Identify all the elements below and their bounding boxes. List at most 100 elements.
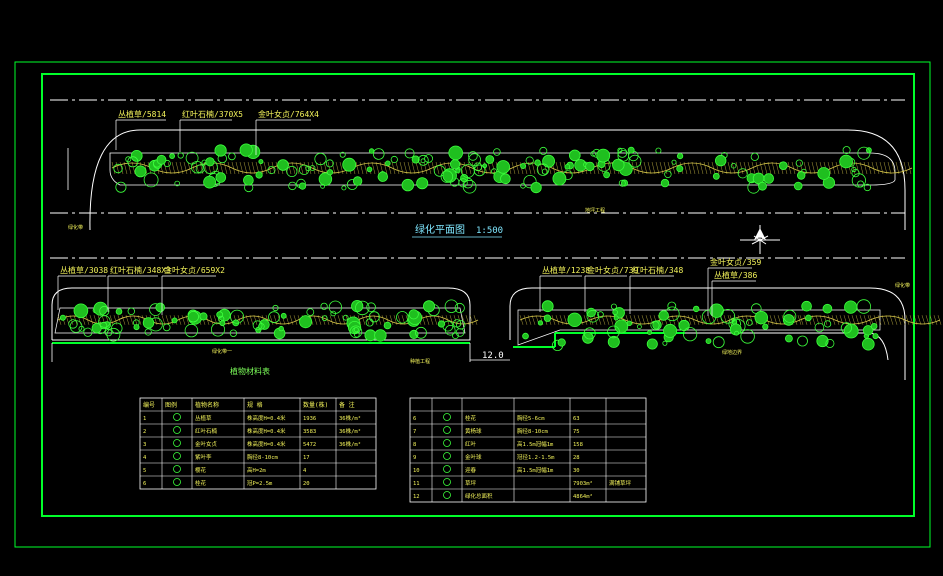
hatch-stroke [383, 161, 388, 175]
hatch-stroke [767, 161, 772, 175]
hatch-stroke [811, 315, 816, 325]
hatch-stroke [651, 161, 656, 175]
callout-label: 丛植草/5814 [118, 109, 166, 119]
tree-icon [590, 151, 596, 157]
hatch-stroke [403, 161, 408, 175]
hatch-stroke [163, 161, 168, 175]
hatch-stroke [399, 161, 404, 175]
hatch-stroke [881, 315, 886, 325]
tree-icon [125, 156, 132, 163]
table-cell: 胸径8-10cm [517, 427, 549, 435]
hatch-stroke [637, 315, 642, 325]
hatch-stroke [763, 161, 768, 175]
plant-symbols [113, 143, 872, 194]
hatch-stroke [899, 161, 904, 175]
table-header: 规 格 [247, 401, 263, 409]
hatch-stroke [131, 161, 136, 175]
label-top-center: 地坪工程 [585, 207, 605, 214]
tree-icon [473, 162, 483, 172]
hatch-stroke [771, 161, 776, 175]
hatch-stroke [117, 315, 122, 325]
tree-icon [617, 150, 630, 162]
tree-icon [785, 334, 793, 343]
hatch-stroke [311, 161, 316, 175]
table-header: 编号 [143, 401, 155, 409]
tree-icon [349, 325, 363, 339]
hatch-stroke [429, 315, 434, 325]
tree-icon [862, 325, 874, 336]
hatch-stroke [695, 161, 700, 175]
table-border [139, 397, 377, 490]
tree-icon [617, 147, 623, 153]
table-cell: 30 [573, 468, 580, 474]
tree-icon [543, 314, 552, 322]
hatch-stroke [97, 315, 102, 325]
hatch-stroke [839, 315, 844, 325]
hatch-stroke [335, 161, 340, 175]
tree-icon [277, 159, 289, 171]
tree-icon [215, 172, 227, 183]
hatch-stroke [937, 315, 942, 325]
tree-icon [468, 153, 481, 166]
hatch-stroke [467, 161, 472, 175]
gap-dimension: 12.0 [482, 351, 504, 361]
left-lower-plan [50, 257, 905, 362]
table-cell: 冠P=2.5m [247, 480, 273, 487]
hatch-stroke [185, 315, 190, 325]
hatch-wave [659, 315, 731, 325]
hatch-stroke [243, 161, 248, 175]
tree-icon [229, 329, 238, 337]
tree-icon [473, 164, 486, 177]
tree-icon [318, 172, 333, 186]
legend-symbol-icon [173, 439, 181, 447]
tree-icon [444, 299, 459, 313]
label-left-bottom: 绿化带一 [212, 348, 232, 355]
hatch-stroke [769, 315, 774, 325]
hatch-stroke [227, 161, 232, 175]
tree-icon [342, 314, 349, 321]
hatch-stroke [925, 315, 930, 325]
hatch-stroke [421, 315, 426, 325]
tree-icon [750, 152, 759, 161]
tree-icon [169, 153, 176, 160]
tree-icon [187, 311, 200, 323]
tree-icon [133, 324, 140, 331]
hatch-stroke [247, 161, 252, 175]
hatch-stroke [873, 315, 878, 325]
hatch-stroke [407, 161, 412, 175]
hatch-stroke [787, 161, 792, 175]
hatch-stroke [827, 161, 832, 175]
hatch-stroke [595, 161, 600, 175]
tree-icon [214, 144, 227, 157]
hatch-stroke [277, 315, 282, 325]
hatch-stroke [331, 161, 336, 175]
hatch-stroke [85, 315, 90, 325]
tree-icon [758, 181, 767, 191]
hatch-stroke [531, 315, 536, 325]
hatch-stroke [181, 315, 186, 325]
hatch-stroke [359, 161, 364, 175]
hatch-stroke [843, 315, 848, 325]
hatch-stroke [365, 315, 370, 325]
hatch-stroke [799, 315, 804, 325]
drawing-scale: 1:500 [476, 226, 503, 236]
tree-icon [104, 328, 113, 337]
hatch-stroke [897, 315, 902, 325]
hatch-stroke [659, 161, 664, 175]
tree-icon [286, 165, 298, 177]
hatch-stroke [555, 315, 560, 325]
tree-icon [617, 147, 628, 158]
tree-icon [366, 166, 373, 173]
table-cell: 红叶 [465, 440, 477, 448]
table-cell: 黄杨球 [465, 427, 482, 435]
tree-icon [614, 319, 629, 334]
tree-icon [326, 169, 334, 176]
hatch-stroke [183, 161, 188, 175]
tree-icon [305, 165, 311, 172]
tree-icon [320, 302, 328, 310]
hatch-stroke [169, 315, 174, 325]
hatch-stroke [317, 315, 322, 325]
tree-icon [627, 146, 635, 154]
